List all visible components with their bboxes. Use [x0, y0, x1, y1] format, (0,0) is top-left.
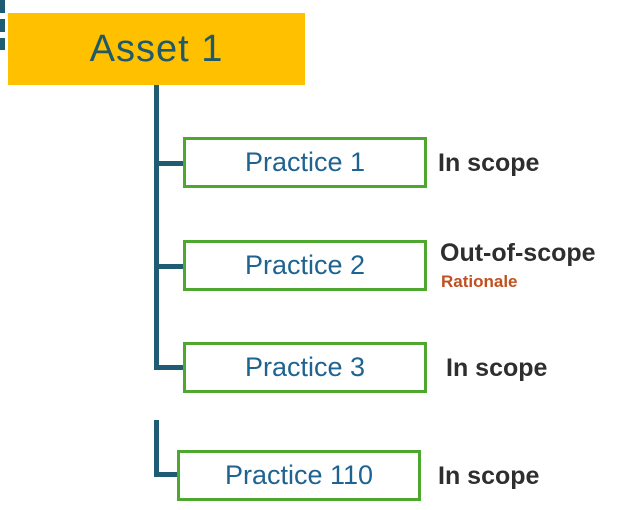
connector-trunk-solid-top — [154, 85, 159, 370]
connector-branch-practice-110 — [157, 472, 179, 477]
practice-node-2: Practice 2 — [183, 240, 427, 291]
scope-label-practice-3: In scope — [446, 354, 548, 382]
asset-label: Asset 1 — [89, 27, 224, 70]
practice-node-110: Practice 110 — [177, 450, 421, 501]
scope-label-practice-2: Out-of-scope — [440, 239, 596, 267]
connector-branch-practice-2 — [157, 264, 184, 269]
practice-label: Practice 2 — [244, 250, 366, 280]
scope-label-practice-110: In scope — [438, 462, 540, 490]
connector-trunk-dashed — [0, 0, 5, 50]
connector-branch-practice-1 — [157, 161, 184, 166]
scope-label-practice-1: In scope — [438, 149, 540, 177]
practice-label: Practice 110 — [224, 460, 374, 490]
practice-label: Practice 3 — [244, 352, 366, 382]
rationale-label-practice-2: Rationale — [441, 272, 518, 291]
practice-node-3: Practice 3 — [183, 342, 427, 393]
connector-branch-practice-3 — [157, 365, 184, 370]
asset-node: Asset 1 — [8, 13, 305, 85]
practice-node-1: Practice 1 — [183, 137, 427, 188]
practice-label: Practice 1 — [244, 147, 366, 177]
connector-trunk-solid-bottom — [154, 420, 159, 477]
